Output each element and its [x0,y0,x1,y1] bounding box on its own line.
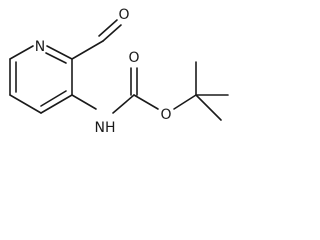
atom-n-ring: N [35,39,45,55]
ring-bond-c3-c4 [40,94,73,114]
bond-c2-cho [71,40,104,60]
bond-tbu-me-down [195,94,222,121]
atom-o-aldehyde: O [118,7,129,23]
ring-bond-c4-c5 [9,94,42,114]
bond-cho-o [102,24,122,42]
atom-o-carbonyl: O [128,50,139,66]
structure-canvas: N O O O NH [0,0,250,148]
ring-bond-c6-n [9,45,34,60]
atom-nh: NH [95,120,116,136]
ring-double-bond-c3-c4 [40,90,67,107]
bond-c-o-ester [133,94,159,110]
bond-nh-c-carbonyl [112,94,135,114]
ring-bond-n-c2 [46,45,73,60]
double-bond-cho-o [98,19,118,37]
bond-o-tbu [173,94,197,110]
bond-c3-nh [71,94,97,110]
atom-o-ester: O [160,107,171,123]
chemical-structure: N O O O NH [9,7,229,136]
ring-double-bond-n-c2 [45,52,67,64]
